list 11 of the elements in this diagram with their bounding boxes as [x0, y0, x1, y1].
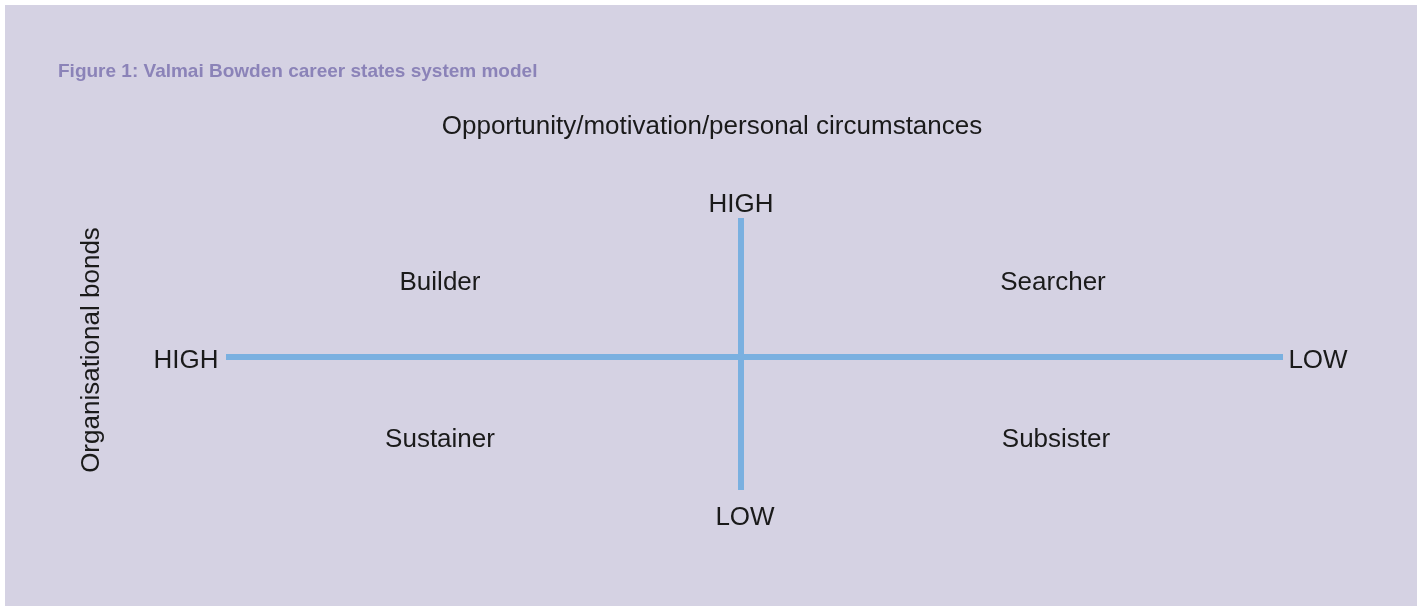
axis-end-label: HIGH	[153, 343, 219, 375]
figure-title: Figure 1: Valmai Bowden career states system model	[58, 60, 538, 82]
axis-title: Opportunity/motivation/personal circumstances	[441, 109, 983, 141]
quadrant-label: Builder	[399, 265, 481, 297]
quadrant-label: Sustainer	[385, 422, 495, 454]
quadrant-label: Searcher	[1000, 265, 1106, 297]
axis-end-label: HIGH	[708, 187, 774, 219]
axis-end-label: LOW	[715, 500, 775, 532]
axis-title: Organisational bonds	[74, 227, 106, 473]
axis-end-label: LOW	[1288, 343, 1348, 375]
quadrant-label: Subsister	[1001, 422, 1111, 454]
